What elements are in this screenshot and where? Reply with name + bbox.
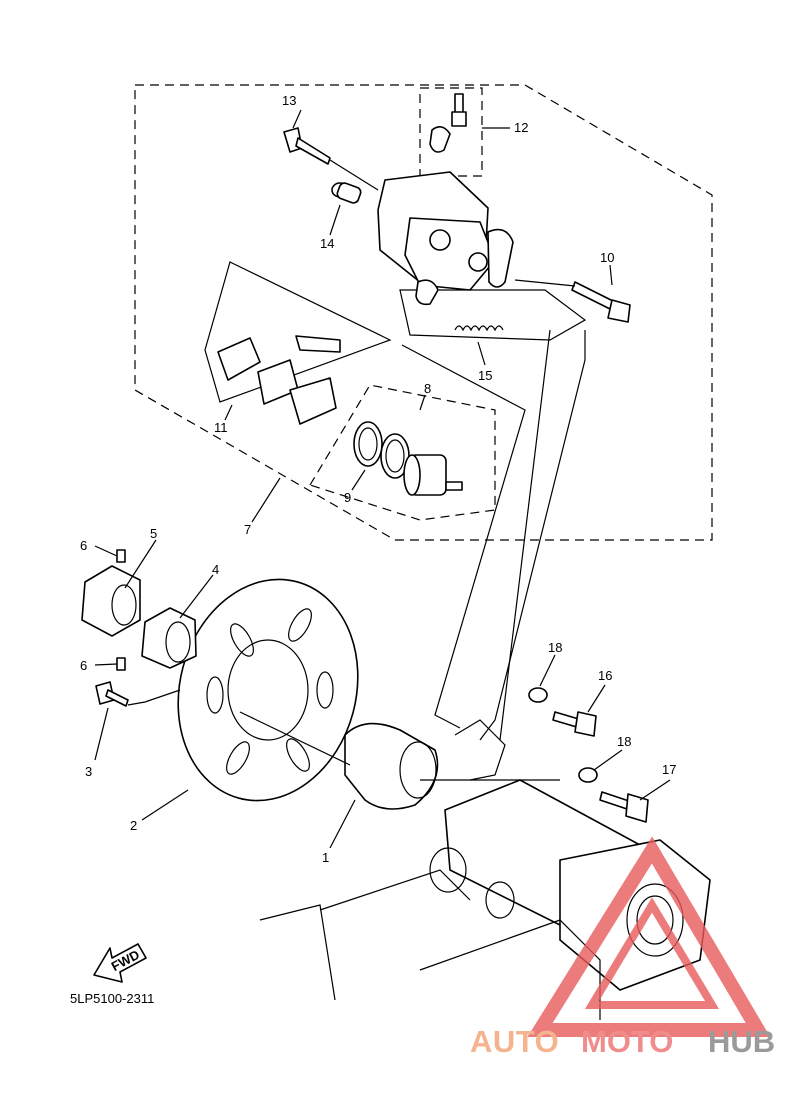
bolt-3 [95, 681, 181, 707]
watermark-auto: AUTO [470, 1024, 559, 1059]
caliper-bolt-13 [283, 127, 379, 191]
callout-7: 7 [244, 522, 251, 537]
callout-10: 10 [600, 250, 614, 265]
assembly-guide-lines [239, 329, 586, 781]
callout-17: 17 [662, 762, 676, 777]
leader-lines [94, 109, 671, 849]
caliper-assembly-boundary [134, 84, 713, 541]
washer-18-top [528, 687, 548, 703]
bolt-16 [552, 711, 597, 737]
mounting-bolt-10 [514, 279, 631, 323]
bleed-screw-group-outline [419, 87, 483, 177]
bleed-screw-12 [429, 93, 467, 153]
callout-8: 8 [424, 381, 431, 396]
watermark-logo [527, 836, 771, 1037]
callout-5: 5 [150, 526, 157, 541]
pad-spring-15 [454, 325, 504, 332]
watermark-hub: HUB [708, 1024, 775, 1059]
callout-1: 1 [322, 850, 329, 865]
callout-14: 14 [320, 236, 334, 251]
forward-direction-arrow: FWD [93, 943, 147, 983]
callout-6-top: 6 [80, 538, 87, 553]
cotter-pin-6-top [116, 549, 126, 563]
washer-18-bottom [578, 767, 598, 783]
bolt-17 [599, 791, 649, 823]
pin-boot-14 [331, 182, 362, 204]
watermark-moto: MOTO [581, 1024, 673, 1059]
callout-3: 3 [85, 764, 92, 779]
callout-13: 13 [282, 93, 296, 108]
piston-group-outline [309, 384, 496, 521]
callout-2: 2 [130, 818, 137, 833]
callout-12: 12 [514, 120, 528, 135]
callout-15: 15 [478, 368, 492, 383]
diagram-code: 5LP5100-2311 [70, 991, 154, 1006]
watermark-text: AUTO MOTO HUB [470, 1024, 775, 1059]
brake-disc-2 [177, 578, 359, 802]
callout-11: 11 [214, 420, 228, 435]
callout-18-top: 18 [548, 640, 562, 655]
caliper-mount-outline [399, 289, 587, 341]
cotter-pin-6-bottom [116, 657, 126, 671]
caliper-body [377, 171, 514, 306]
logo-triangle [527, 836, 771, 1037]
callout-18-bottom: 18 [617, 734, 631, 749]
pad-group-outline [204, 261, 392, 403]
callout-16: 16 [598, 668, 612, 683]
brake-pads-11 [217, 335, 341, 425]
piston-seals-9 [353, 421, 410, 479]
hub-1 [344, 722, 439, 810]
axle-nut-5 [81, 565, 141, 637]
lock-nut-4 [141, 607, 197, 669]
callout-9: 9 [344, 490, 351, 505]
piston-8 [403, 454, 463, 496]
callout-6-bottom: 6 [80, 658, 87, 673]
callout-4: 4 [212, 562, 219, 577]
